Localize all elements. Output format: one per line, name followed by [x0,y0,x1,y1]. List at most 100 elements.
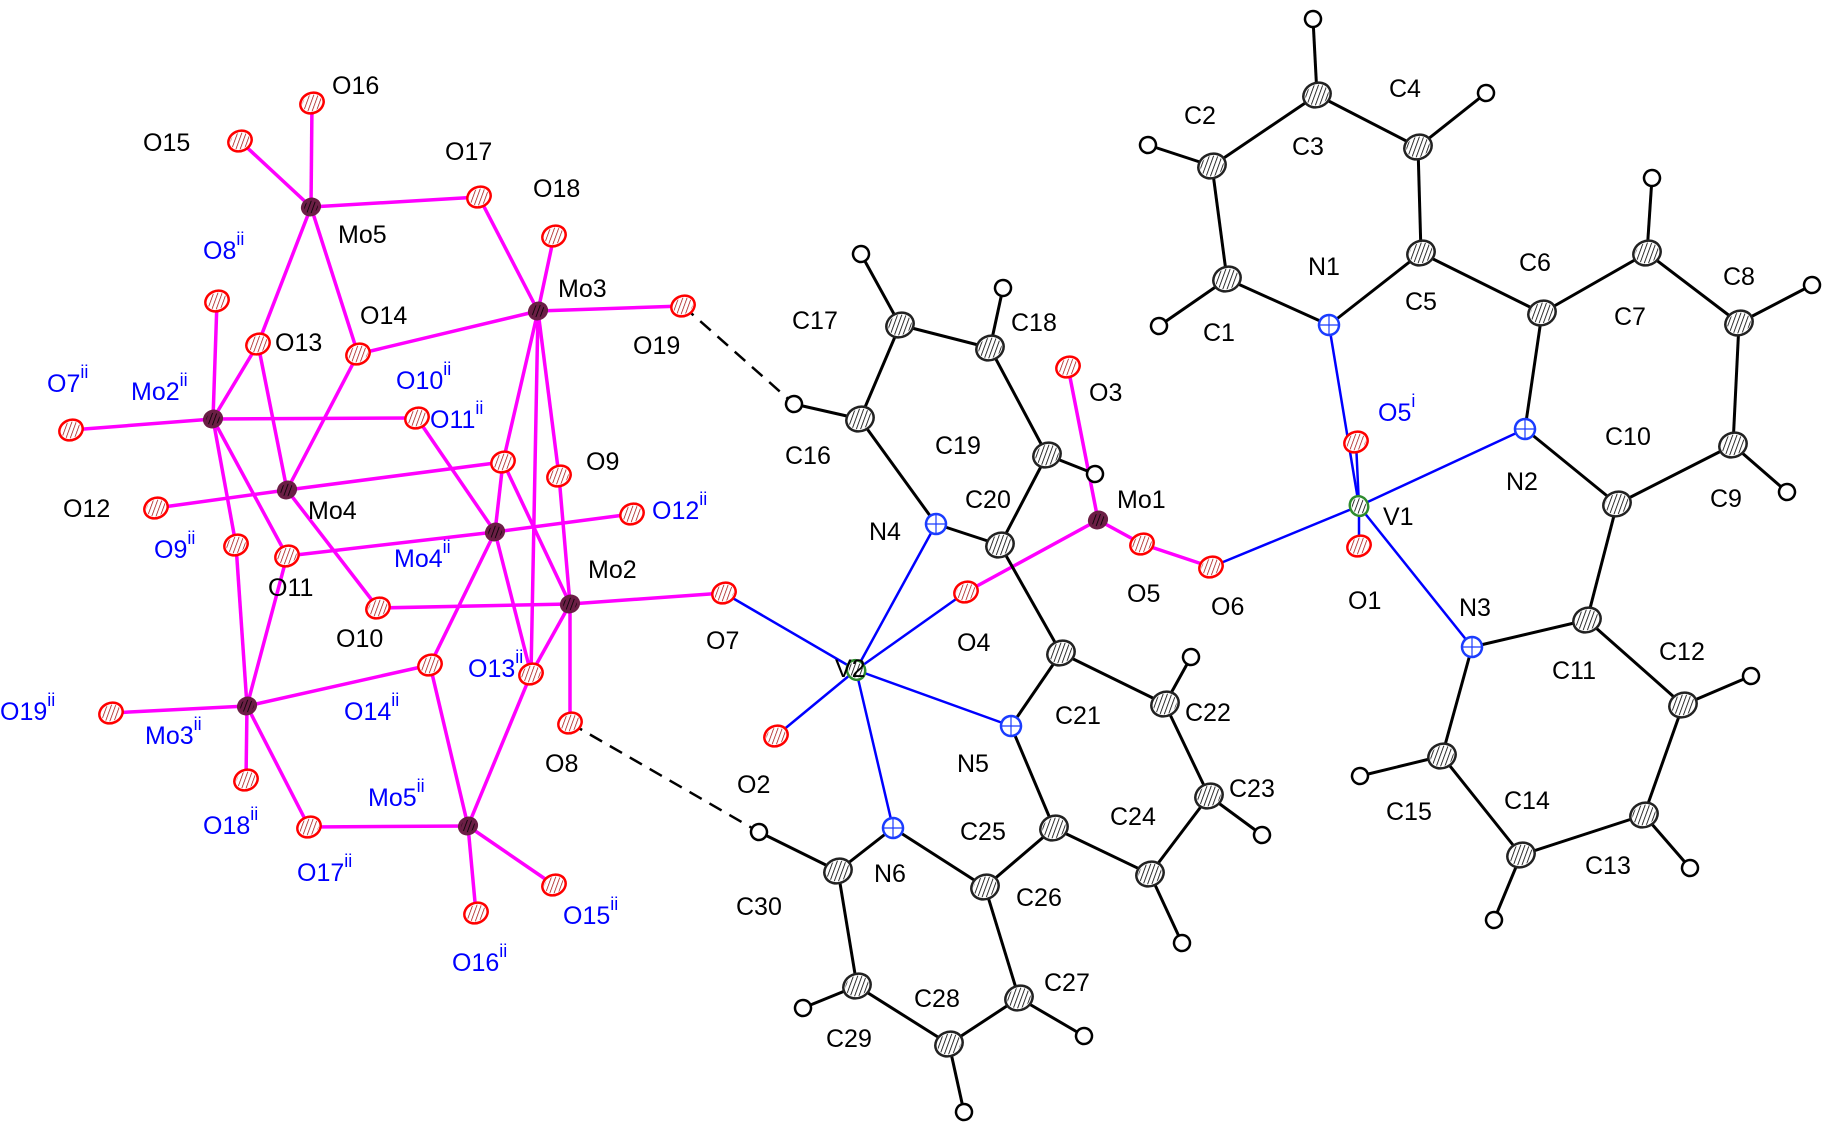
bond-O3-Mo1 [1066,366,1100,521]
atom-label-O5i: O5i [1378,391,1415,427]
atom-label-C17: C17 [792,307,838,335]
atom-C26 [970,873,1000,901]
atom-label-C19: C19 [935,432,981,460]
atom-label-text: C11 [1552,657,1596,685]
atom-label-O11: O11 [268,574,313,602]
atom-label-text: C28 [914,985,960,1013]
bond-N4-V2 [854,523,938,671]
symmetry-superscript: ii [699,489,707,509]
bond-C28-C29 [856,984,950,1046]
atom-label-C26: C26 [1016,884,1062,912]
atom-label-text: O6 [1211,593,1244,621]
atom-label-O7ii: O7ii [47,362,88,398]
bond-C15-N3 [1440,646,1474,757]
atom-label-text: C17 [792,307,838,335]
bond-C7-C8 [1646,251,1740,325]
atom-O10 [365,596,391,620]
atom-label-text: C23 [1229,775,1275,803]
atom-O1 [1346,534,1372,558]
bond-Mo3-O13ii [529,310,540,675]
atom-C18 [975,334,1005,362]
atom-C22 [1150,690,1180,718]
atom-label-text: C29 [826,1025,872,1053]
bond-C19-C20 [998,454,1049,546]
bond-C6-N2 [1523,312,1544,430]
atom-label-O15: O15 [143,129,190,157]
atom-H18 [993,278,1013,298]
atom-label-text: C10 [1605,423,1651,451]
bond-Mo5-O14 [309,206,360,355]
atom-Mo5 [300,197,322,217]
symmetry-superscript: ii [417,776,425,796]
atom-label-O2: O2 [737,771,770,799]
symmetry-superscript: ii [391,690,399,710]
atom-label-Mo2: Mo2 [588,556,637,584]
atom-label-C9: C9 [1710,485,1742,513]
bond-N2-V1 [1358,427,1526,508]
atom-label-V1: V1 [1383,503,1414,531]
atom-H7 [1642,168,1662,188]
atom-label-Mo5: Mo5 [338,221,387,249]
atom-C4 [1403,133,1433,161]
atom-label-text: O12 [63,495,110,523]
atom-C8 [1724,309,1754,337]
bond-C18-C19 [988,347,1049,456]
bond-Mo3ii-O14ii [246,663,431,708]
atom-Mo3 [527,301,549,321]
atom-label-N5: N5 [957,750,989,778]
symmetry-superscript: ii [475,398,483,418]
atom-label-C5: C5 [1405,288,1437,316]
atom-O12 [143,496,169,520]
atom-N1 [1317,313,1341,337]
bond-C21-N5 [1009,652,1063,727]
atom-label-text: O1 [1348,587,1381,615]
atom-label-C27: C27 [1044,969,1090,997]
atom-O5i [1343,430,1369,454]
atom-label-text: O19 [0,698,47,726]
atom-N4 [924,512,948,536]
atom-label-text: Mo3 [558,275,607,303]
atom-label-text: O9 [154,536,187,564]
symmetry-superscript: ii [236,229,244,249]
bond-Mo2-O7 [569,591,725,606]
atom-label-text: C14 [1504,787,1550,815]
symmetry-superscript: ii [443,359,451,379]
atom-label-C7: C7 [1614,303,1646,331]
atom-O7 [711,581,737,605]
bond-O14-Mo4 [285,353,360,491]
atom-label-C2: C2 [1184,102,1216,130]
atom-label-text: C1 [1203,319,1235,347]
atom-label-Mo3: Mo3 [558,275,607,303]
atom-C1 [1212,265,1242,293]
bond-O17-Mo3 [477,196,540,312]
atom-C16 [845,405,875,433]
bond-O17ii-Mo5ii [308,824,469,829]
atom-C14 [1506,841,1536,869]
atom-label-text: O4 [957,629,990,657]
atom-label-O17ii: O17ii [297,851,352,887]
bond-C16-C17 [858,324,902,420]
atom-V1 [1348,494,1370,518]
symmetry-superscript: ii [80,362,88,382]
atom-O13ii [518,662,544,686]
atom-H3 [1303,9,1323,29]
bond-Mo5-O17 [310,195,480,209]
bond-Mo4ii-O14ii [428,531,497,666]
atom-C9 [1718,431,1748,459]
atom-C11 [1572,606,1602,634]
atom-label-text: O2 [737,771,770,799]
atom-label-text: C15 [1386,798,1432,826]
bond-N6-V2 [854,669,895,829]
bond-Mo3-O19 [537,304,684,313]
atom-O11ii [490,450,516,474]
atom-O14ii [417,653,443,677]
atom-label-text: C19 [935,432,981,460]
atom-label-O6: O6 [1211,593,1244,621]
atom-label-O1: O1 [1348,587,1381,615]
atom-label-O10ii: O10ii [396,359,451,395]
atom-O7ii [58,418,84,442]
atom-label-text: O15 [143,129,190,157]
atom-C6 [1527,299,1557,327]
atom-label-C3: C3 [1292,133,1324,161]
